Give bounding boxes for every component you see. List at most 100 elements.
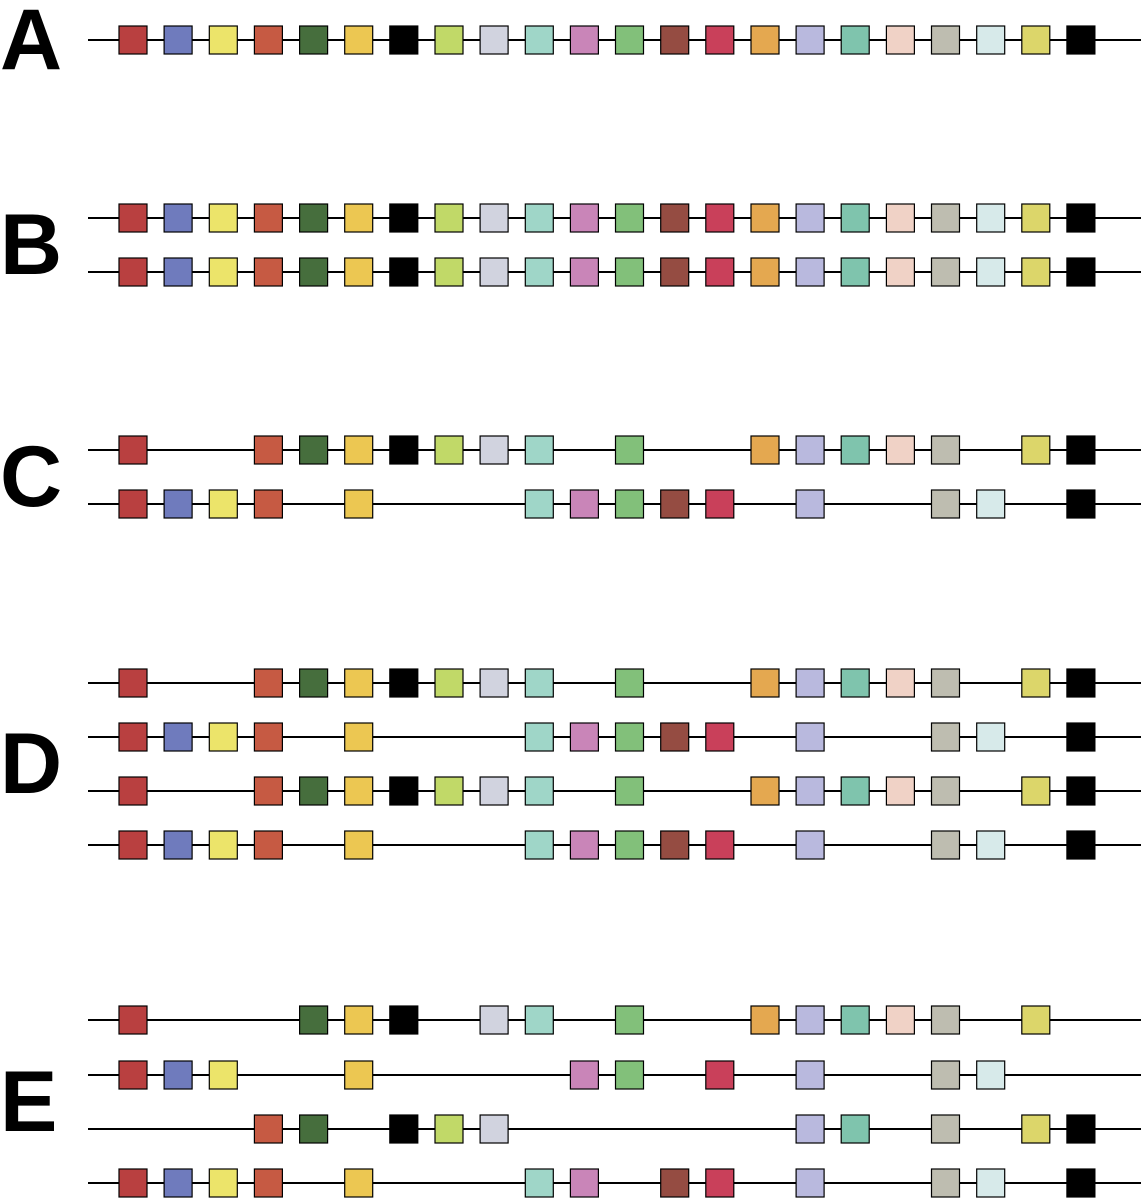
block-20	[1021, 668, 1051, 698]
block-16	[840, 257, 870, 287]
block-5	[344, 1005, 374, 1035]
block-20	[1021, 257, 1051, 287]
block-15	[795, 1060, 825, 1090]
block-17	[885, 776, 916, 806]
block-9	[524, 435, 554, 465]
block-10	[569, 257, 600, 287]
block-3	[253, 1168, 283, 1198]
block-11	[614, 722, 645, 752]
block-7	[434, 668, 464, 698]
block-16	[840, 776, 870, 806]
block-18	[930, 435, 961, 465]
block-2	[208, 203, 238, 233]
block-6	[389, 203, 419, 233]
block-18	[930, 1005, 961, 1035]
block-5	[344, 435, 374, 465]
block-1	[163, 25, 193, 55]
block-5	[344, 203, 374, 233]
block-6	[389, 1114, 419, 1144]
block-5	[344, 668, 374, 698]
panel-label-c: C	[0, 429, 63, 525]
block-15	[795, 25, 825, 55]
block-11	[614, 25, 645, 55]
block-3	[253, 257, 283, 287]
block-1	[163, 489, 193, 519]
block-4	[299, 203, 329, 233]
block-4	[299, 257, 329, 287]
block-7	[434, 25, 464, 55]
block-8	[479, 257, 509, 287]
block-19	[976, 1168, 1006, 1198]
block-18	[930, 1060, 961, 1090]
block-6	[389, 25, 419, 55]
block-16	[840, 203, 870, 233]
block-9	[524, 1168, 554, 1198]
block-3	[253, 722, 283, 752]
block-0	[118, 830, 148, 860]
block-14	[750, 435, 780, 465]
block-18	[930, 722, 961, 752]
block-12	[660, 489, 690, 519]
block-6	[389, 435, 419, 465]
block-18	[930, 776, 961, 806]
block-12	[660, 830, 690, 860]
block-18	[930, 668, 961, 698]
block-9	[524, 668, 554, 698]
block-11	[614, 489, 645, 519]
block-10	[569, 25, 600, 55]
block-20	[1021, 203, 1051, 233]
block-14	[750, 257, 780, 287]
block-21	[1066, 1114, 1096, 1144]
block-7	[434, 435, 464, 465]
block-18	[930, 203, 961, 233]
block-9	[524, 25, 554, 55]
block-2	[208, 489, 238, 519]
block-21	[1066, 257, 1096, 287]
block-20	[1021, 776, 1051, 806]
block-2	[208, 830, 238, 860]
block-10	[569, 203, 600, 233]
block-3	[253, 776, 283, 806]
block-12	[660, 203, 690, 233]
panel-label-e: E	[0, 1054, 58, 1150]
block-14	[750, 776, 780, 806]
block-10	[569, 1060, 600, 1090]
block-19	[976, 489, 1006, 519]
block-11	[614, 257, 645, 287]
block-18	[930, 257, 961, 287]
block-4	[299, 25, 329, 55]
block-13	[705, 722, 735, 752]
block-4	[299, 1005, 329, 1035]
track-a-1	[88, 25, 1141, 55]
block-11	[614, 1060, 645, 1090]
block-18	[930, 1168, 961, 1198]
block-19	[976, 203, 1006, 233]
track-b-2	[88, 257, 1141, 287]
block-9	[524, 722, 554, 752]
block-19	[976, 1060, 1006, 1090]
block-4	[299, 1114, 329, 1144]
block-2	[208, 25, 238, 55]
block-5	[344, 830, 374, 860]
block-17	[885, 203, 916, 233]
block-15	[795, 257, 825, 287]
block-19	[976, 257, 1006, 287]
block-16	[840, 25, 870, 55]
block-8	[479, 776, 509, 806]
block-1	[163, 830, 193, 860]
block-13	[705, 203, 735, 233]
block-15	[795, 830, 825, 860]
block-13	[705, 257, 735, 287]
block-3	[253, 489, 283, 519]
block-4	[299, 776, 329, 806]
block-10	[569, 1168, 600, 1198]
block-17	[885, 25, 916, 55]
block-7	[434, 776, 464, 806]
block-2	[208, 1168, 238, 1198]
block-19	[976, 722, 1006, 752]
block-0	[118, 25, 148, 55]
block-15	[795, 776, 825, 806]
block-18	[930, 489, 961, 519]
block-21	[1066, 25, 1096, 55]
block-15	[795, 722, 825, 752]
